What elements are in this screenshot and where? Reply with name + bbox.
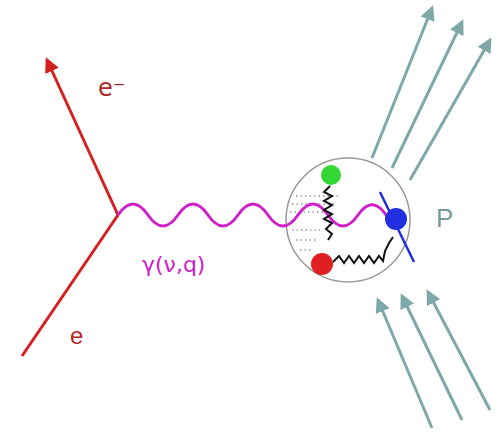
proton-circle — [286, 158, 410, 282]
red-quark — [311, 253, 333, 275]
green-quark — [321, 165, 341, 185]
proton-label: P — [436, 205, 453, 231]
incoming-electron — [22, 215, 118, 356]
fragment-arrows — [372, 8, 490, 180]
photon-label: γ(ν,q) — [142, 254, 205, 276]
electron-out-label: e⁻ — [98, 76, 125, 100]
virtual-photon — [118, 204, 388, 226]
gluon-line — [333, 237, 393, 263]
blue-quark — [385, 208, 407, 230]
struck-quark-line — [380, 192, 414, 262]
incoming-proton-arrows — [378, 292, 490, 428]
gluon-line — [324, 186, 332, 240]
electron-in-label: e — [70, 324, 83, 348]
